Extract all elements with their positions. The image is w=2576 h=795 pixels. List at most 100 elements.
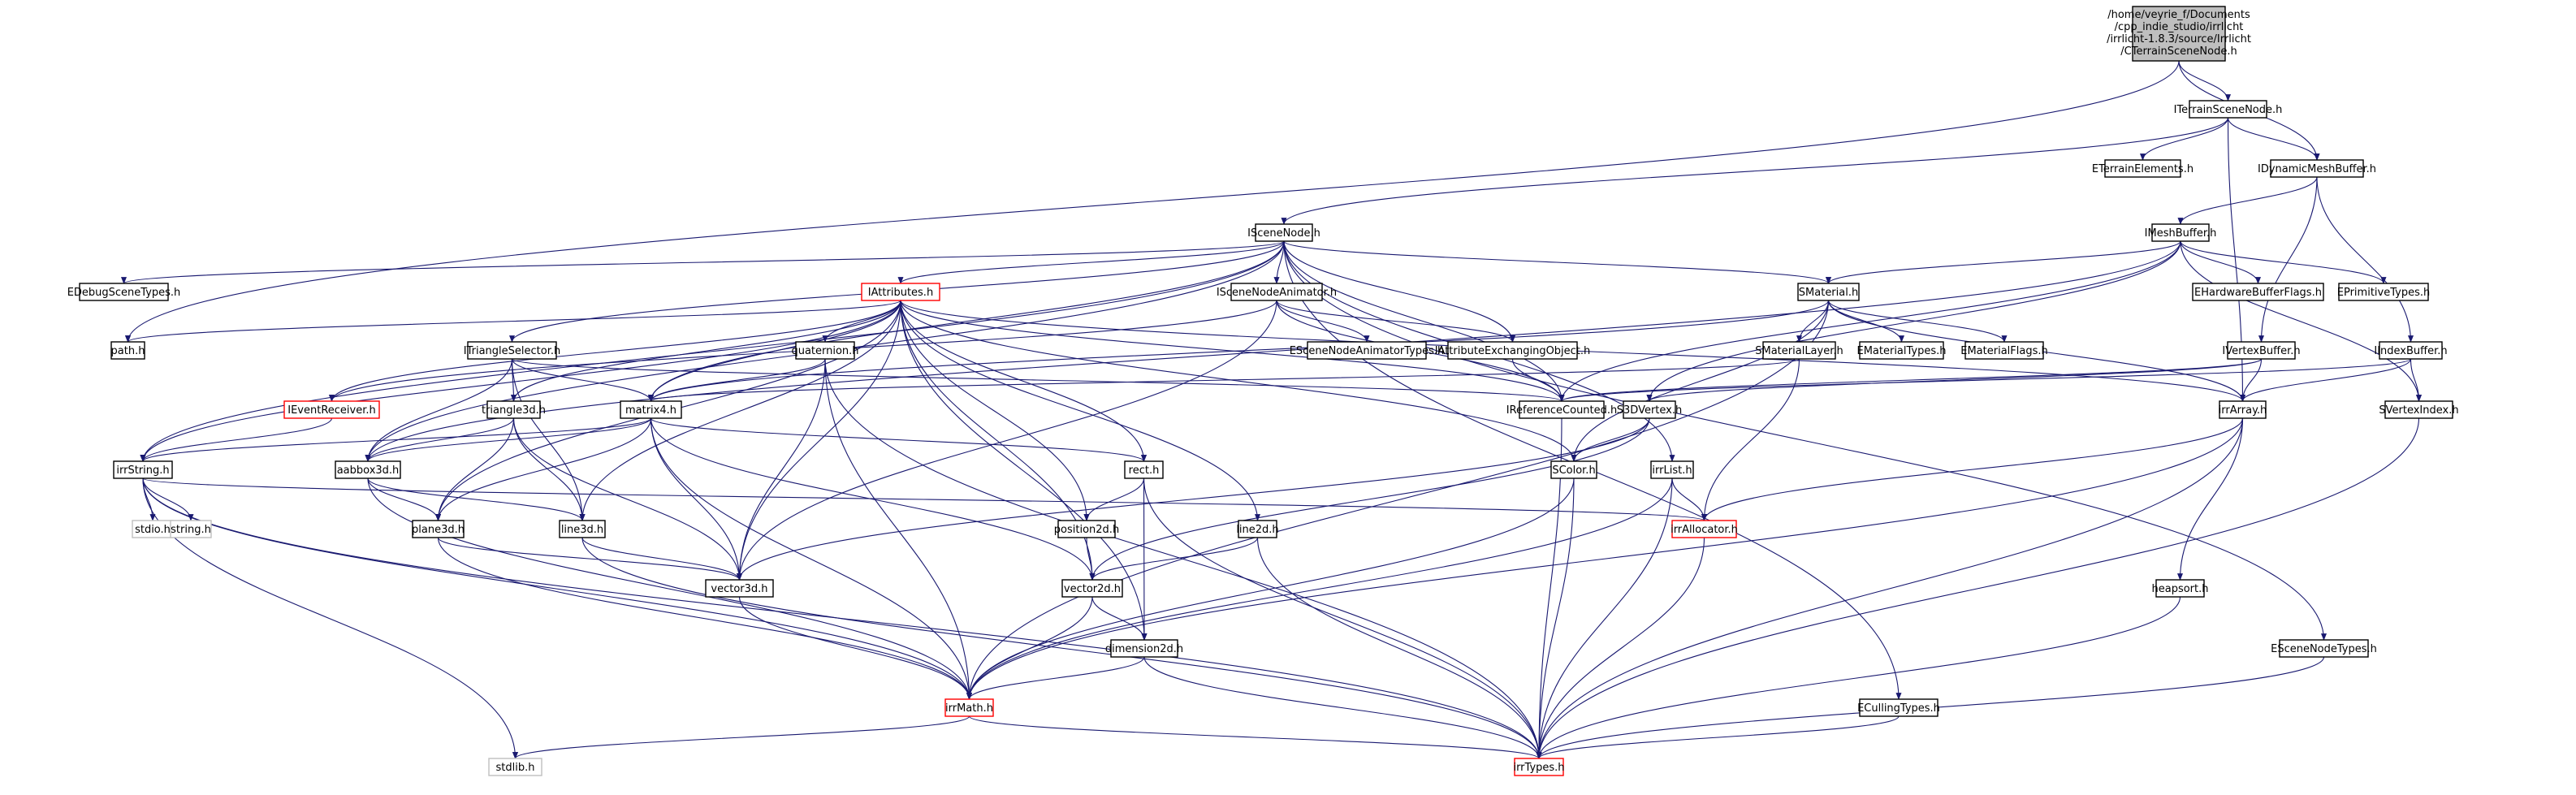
node-IReferenceCounted[interactable]: IReferenceCounted.h xyxy=(1506,400,1618,419)
node-aabbox3d[interactable]: aabbox3d.h xyxy=(335,460,401,479)
node-label: path.h xyxy=(111,345,145,357)
node-root[interactable]: /home/veyrie_f/Documents/cpp_indie_studi… xyxy=(2107,6,2251,62)
node-ESceneNodeAnimatorTypes[interactable]: ESceneNodeAnimatorTypes.h xyxy=(1290,341,1445,360)
node-box xyxy=(559,520,606,538)
node-IDynamicMeshBuffer[interactable]: IDynamicMeshBuffer.h xyxy=(2258,159,2376,178)
node-IMeshBuffer[interactable]: IMeshBuffer.h xyxy=(2145,223,2217,242)
edge-matrix4-to-plane3d xyxy=(435,417,652,521)
edge-IDynamicMeshBuffer-to-IVertexBuffer xyxy=(2258,176,2318,343)
node-ITerrainSceneNode[interactable]: ITerrainSceneNode.h xyxy=(2174,100,2283,119)
node-IAttributes[interactable]: IAttributes.h xyxy=(861,283,940,301)
node-irrList[interactable]: irrList.h xyxy=(1650,460,1694,479)
edge-irrArray-to-irrAllocator xyxy=(1701,417,2244,521)
node-irrMath[interactable]: irrMath.h xyxy=(944,698,994,717)
node-box xyxy=(467,341,557,360)
node-SMaterialLayer[interactable]: SMaterialLayer.h xyxy=(1755,341,1843,360)
node-label: vector2d.h xyxy=(1064,583,1121,595)
node-EMaterialFlags[interactable]: EMaterialFlags.h xyxy=(1960,341,2048,360)
node-label: matrix4.h xyxy=(625,404,676,417)
node-EMaterialTypes[interactable]: EMaterialTypes.h xyxy=(1856,341,1947,360)
edge-IMeshBuffer-to-SVertexIndex xyxy=(2180,240,2422,402)
edge-root-to-ITerrainSceneNode xyxy=(2178,60,2231,102)
node-irrAllocator[interactable]: irrAllocator.h xyxy=(1671,520,1738,538)
node-label: irrAllocator.h xyxy=(1671,524,1738,536)
edge-matrix4-to-irrString xyxy=(140,417,652,462)
node-quaternion[interactable]: quaternion.h xyxy=(791,341,859,360)
node-position2d[interactable]: position2d.h xyxy=(1054,520,1119,538)
node-triangle3d[interactable]: triangle3d.h xyxy=(482,400,546,419)
node-box xyxy=(861,283,940,301)
edge-SMaterial-to-SColor xyxy=(1571,300,1830,462)
node-line2d[interactable]: line2d.h xyxy=(1236,520,1279,538)
edge-IAttributes-to-IEventReceiver xyxy=(329,300,901,402)
node-irrTypes[interactable]: irrTypes.h xyxy=(1513,758,1565,776)
edge-IVertexBuffer-to-IReferenceCounted xyxy=(1558,358,2263,402)
edge-matrix4-to-aabbox3d xyxy=(365,417,652,462)
node-label: irrList.h xyxy=(1652,464,1692,477)
node-box xyxy=(335,460,401,479)
edge-ITerrainSceneNode-to-IDynamicMeshBuffer xyxy=(2227,117,2320,161)
node-path[interactable]: path.h xyxy=(110,341,145,360)
edge-triangle3d-to-aabbox3d xyxy=(365,417,515,462)
edge-SColor-to-irrTypes xyxy=(1536,477,1575,759)
node-matrix4[interactable]: matrix4.h xyxy=(620,400,682,419)
edge-ISceneNode-to-ESceneNodeTypes xyxy=(1283,240,2327,641)
node-SVertexIndex[interactable]: SVertexIndex.h xyxy=(2379,400,2459,419)
node-dimension2d[interactable]: dimension2d.h xyxy=(1105,639,1183,658)
node-S3DVertex[interactable]: S3DVertex.h xyxy=(1617,400,1682,419)
node-box xyxy=(2104,159,2181,178)
node-EHardwareBufferFlags[interactable]: EHardwareBufferFlags.h xyxy=(2192,283,2324,301)
node-irrString[interactable]: irrString.h xyxy=(113,460,173,479)
node-rect[interactable]: rect.h xyxy=(1124,460,1164,479)
node-IVertexBuffer[interactable]: IVertexBuffer.h xyxy=(2222,341,2301,360)
node-box xyxy=(795,341,855,360)
edge-line2d-to-vector2d xyxy=(1089,537,1259,581)
edge-aabbox3d-to-irrMath xyxy=(367,477,972,700)
node-label: IEventReceiver.h xyxy=(287,404,376,417)
edge-SVertexIndex-to-irrTypes xyxy=(1536,417,2420,759)
node-ECullingTypes[interactable]: ECullingTypes.h xyxy=(1857,698,1940,717)
node-label: EMaterialFlags.h xyxy=(1960,345,2047,357)
node-box xyxy=(2189,100,2267,119)
edge-ITriangleSelector-to-IReferenceCounted xyxy=(511,358,1565,402)
node-vector2d[interactable]: vector2d.h xyxy=(1061,579,1123,598)
node-ETerrainElements[interactable]: ETerrainElements.h xyxy=(2092,159,2193,178)
node-label: SVertexIndex.h xyxy=(2379,404,2458,417)
node-box xyxy=(1230,283,1323,301)
edge-irrString-to-irrAllocator xyxy=(142,477,1707,521)
node-box xyxy=(1238,520,1277,538)
node-IIndexBuffer[interactable]: IIndexBuffer.h xyxy=(2374,341,2448,360)
node-IAttributeExchangingObject[interactable]: IAttributeExchangingObject.h xyxy=(1435,341,1591,360)
node-box xyxy=(1859,341,1944,360)
edge-IVertexBuffer-to-irrArray xyxy=(2239,358,2263,402)
node-vector3d[interactable]: vector3d.h xyxy=(705,579,774,598)
node-plane3d[interactable]: plane3d.h xyxy=(412,520,465,538)
edge-IDynamicMeshBuffer-to-IIndexBuffer xyxy=(2316,176,2414,343)
node-EDebugSceneTypes[interactable]: EDebugSceneTypes.h xyxy=(67,283,181,301)
node-SColor[interactable]: SColor.h xyxy=(1550,460,1597,479)
node-EPrimitiveTypes[interactable]: EPrimitiveTypes.h xyxy=(2337,283,2430,301)
node-heapsort[interactable]: heapsort.h xyxy=(2152,579,2209,598)
edge-IMeshBuffer-to-EPrimitiveTypes xyxy=(2180,240,2387,284)
node-box xyxy=(1061,579,1123,598)
node-SMaterial[interactable]: SMaterial.h xyxy=(1797,283,1860,301)
edge-plane3d-to-vector3d xyxy=(437,537,742,581)
edge-heapsort-to-irrTypes xyxy=(1536,596,2181,759)
node-ESceneNodeTypes[interactable]: ESceneNodeTypes.h xyxy=(2271,639,2377,658)
edge-IVertexBuffer-to-S3DVertex xyxy=(1646,358,2263,402)
node-IEventReceiver[interactable]: IEventReceiver.h xyxy=(283,400,380,419)
node-line3d[interactable]: line3d.h xyxy=(559,520,606,538)
node-label: ITerrainSceneNode.h xyxy=(2174,104,2283,116)
edge-SMaterialLayer-to-matrix4 xyxy=(648,358,1800,402)
edge-plane3d-to-irrMath xyxy=(437,537,972,700)
edge-ISceneNode-to-IAttributes xyxy=(897,240,1285,284)
edge-quaternion-to-matrix4 xyxy=(648,358,826,402)
node-ISceneNodeAnimator[interactable]: ISceneNodeAnimator.h xyxy=(1217,283,1337,301)
node-box xyxy=(2155,579,2205,598)
node-ITriangleSelector[interactable]: ITriangleSelector.h xyxy=(464,341,560,360)
edge-ISceneNodeAnimator-to-IAttributeExchangingObject xyxy=(1276,300,1515,343)
node-box xyxy=(1519,400,1605,419)
node-irrArray[interactable]: irrArray.h xyxy=(2219,400,2267,419)
node-label: IAttributeExchangingObject.h xyxy=(1435,345,1591,357)
node-ISceneNode[interactable]: ISceneNode.h xyxy=(1247,223,1320,242)
